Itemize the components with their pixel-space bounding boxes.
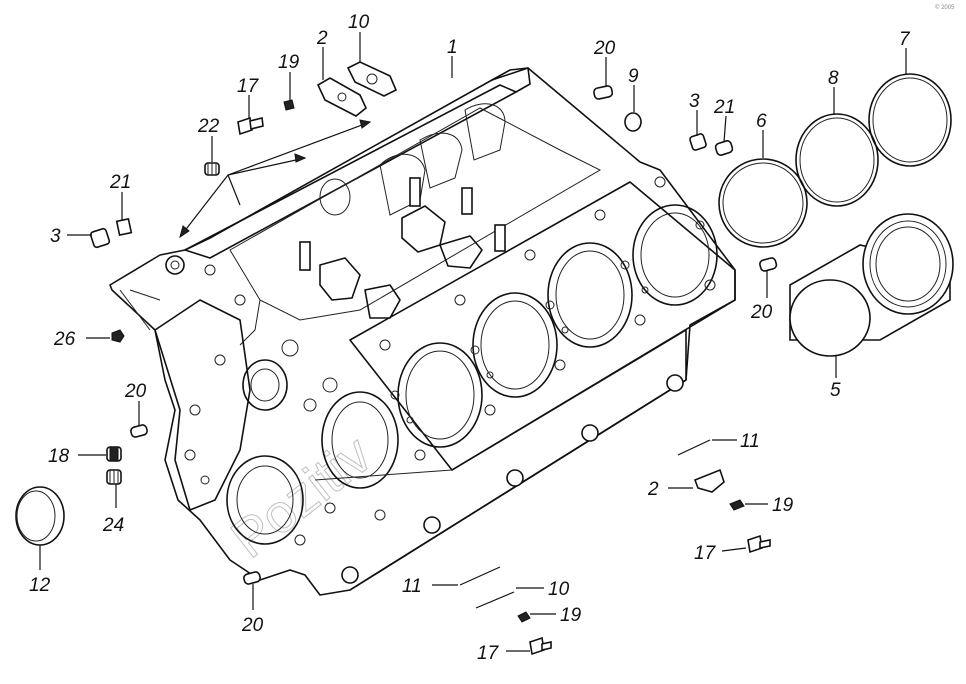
callout-19-bottom: 19 — [560, 605, 582, 626]
callout-21-right: 21 — [713, 97, 735, 118]
washer-part-19-bottom — [517, 611, 531, 623]
pin-part-11-bottom — [459, 566, 501, 586]
sleeve-part-3-right — [689, 133, 707, 151]
pin-part-11-right — [677, 439, 711, 456]
callout-22: 22 — [197, 116, 220, 137]
gasket-part-10 — [346, 61, 398, 97]
plug-part-22 — [204, 162, 220, 176]
callout-20-top: 20 — [593, 38, 616, 59]
pin-part-21 — [115, 217, 133, 237]
callout-numbers: 1 2 2 3 3 5 6 7 8 9 10 10 11 11 12 17 17… — [29, 12, 911, 664]
callout-17-top: 17 — [237, 76, 260, 97]
callout-5: 5 — [830, 380, 841, 401]
callout-7: 7 — [899, 29, 911, 50]
callout-6: 6 — [756, 111, 767, 132]
pin-part-21-right — [714, 140, 734, 156]
dowel-part-20-bottom — [243, 571, 261, 585]
flange-part-2 — [316, 77, 367, 117]
seal-ring-part-7 — [868, 73, 952, 167]
plug-part-9 — [624, 112, 642, 132]
rod-part-10-bottom — [475, 591, 515, 609]
plug-part-18 — [106, 446, 122, 462]
callout-18: 18 — [48, 446, 70, 467]
callout-2-top: 2 — [316, 28, 328, 49]
seal-ring-part-8 — [795, 113, 879, 207]
washer-part-19 — [283, 99, 295, 111]
callout-3-right: 3 — [689, 91, 700, 112]
callout-20-right: 20 — [750, 302, 773, 323]
callout-19-top: 19 — [278, 52, 300, 73]
callout-19-right: 19 — [772, 495, 794, 516]
plug-part-24 — [106, 469, 122, 485]
callout-17-bottom: 17 — [477, 643, 500, 664]
callout-10-top: 10 — [348, 12, 370, 33]
bolt-part-17-right — [747, 534, 771, 554]
callout-20-bottom: 20 — [241, 615, 264, 636]
callout-20-left: 20 — [124, 381, 147, 402]
nut-part-26 — [111, 329, 125, 343]
corner-mark: © 2005 — [935, 4, 955, 11]
bolt-holes — [379, 176, 716, 461]
cap-part-12 — [15, 486, 65, 546]
bolt-part-17-bottom — [529, 636, 552, 656]
callout-17-right: 17 — [694, 543, 717, 564]
cylinder-bores — [397, 204, 718, 448]
callout-21-left: 21 — [109, 172, 131, 193]
callout-10-bottom: 10 — [548, 579, 570, 600]
engine-block — [109, 67, 736, 596]
callout-2-right: 2 — [647, 479, 659, 500]
callout-3-left: 3 — [50, 226, 61, 247]
leader-lines — [39, 32, 907, 652]
callout-8: 8 — [828, 68, 839, 89]
dowel-part-20-left — [130, 424, 148, 438]
dowel-part-20-top — [593, 85, 614, 100]
bracket-part-2-right — [693, 468, 725, 493]
seal-ring-part-6 — [718, 158, 808, 248]
assembly-arrows — [179, 119, 372, 239]
dowel-part-20-right — [759, 257, 778, 272]
callout-9: 9 — [628, 66, 639, 87]
callout-11-right: 11 — [740, 431, 760, 452]
sleeve-part-3 — [89, 227, 111, 249]
callout-1: 1 — [447, 37, 458, 58]
front-face — [119, 255, 399, 546]
callout-24: 24 — [102, 515, 124, 536]
watermark: Pozitiv — [220, 424, 382, 569]
callout-26: 26 — [53, 329, 76, 350]
washer-part-19-right — [729, 499, 745, 511]
cylinder-liner-part-5 — [789, 213, 954, 357]
callout-12: 12 — [29, 575, 51, 596]
bolt-part-17 — [237, 116, 264, 136]
callout-11-bottom: 11 — [402, 576, 422, 597]
